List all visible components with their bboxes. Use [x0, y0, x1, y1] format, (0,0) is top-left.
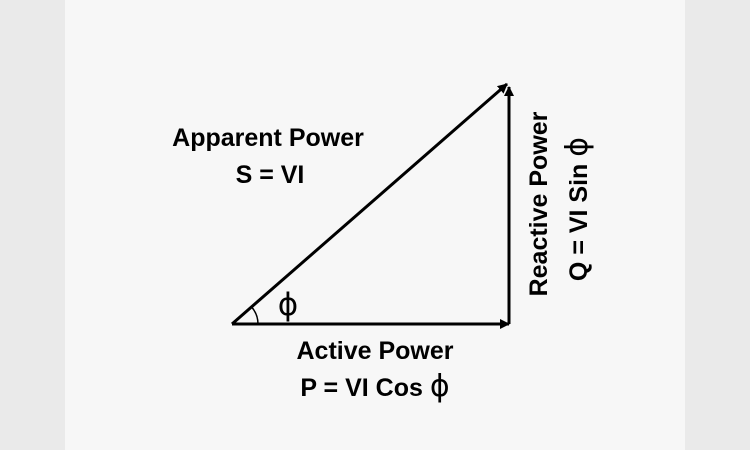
reactive-power-label: Reactive Power: [525, 111, 553, 297]
active-power-formula-text: P = VI Cos: [300, 374, 423, 402]
active-power-formula: P = VI Cos ϕ: [270, 372, 480, 402]
phi-symbol: ϕ: [560, 136, 595, 157]
angle-arc: [251, 306, 259, 325]
angle-symbol: ϕ: [277, 287, 299, 323]
apparent-power-label: Apparent Power: [172, 124, 364, 152]
reactive-power-formula-text: Q = VI Sin: [565, 163, 593, 282]
phi-symbol: ϕ: [429, 369, 450, 404]
diagram-panel: [65, 0, 685, 450]
apparent-power-arrow: [231, 82, 508, 326]
apparent-power-formula: S = VI: [235, 161, 305, 189]
active-power-label: Active Power: [296, 337, 454, 365]
reactive-power-formula: Q = VI Sin ϕ: [560, 109, 595, 309]
